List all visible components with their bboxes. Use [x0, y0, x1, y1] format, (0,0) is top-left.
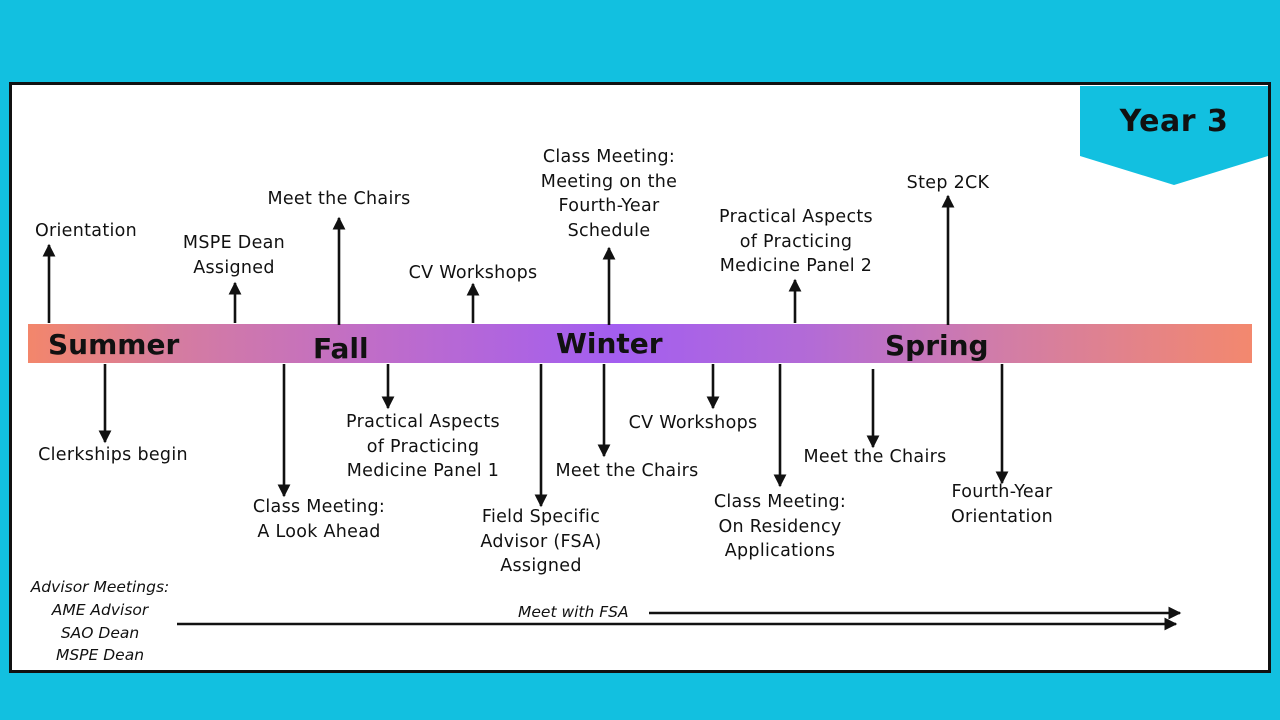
event-step-2ck: Step 2CK: [906, 173, 990, 193]
advisor-meetings: Advisor Meetings: AME Advisor SAO Dean M…: [30, 578, 170, 665]
event-orientation: Orientation: [34, 221, 138, 241]
event-clerkships-begin: Clerkships begin: [38, 445, 188, 465]
season-winter: Winter: [556, 327, 663, 360]
year-badge: Year 3: [1080, 86, 1268, 186]
timeline-card: [9, 82, 1271, 673]
season-spring: Spring: [885, 329, 989, 362]
event-cv-workshops-fall: CV Workshops: [408, 263, 538, 283]
season-summer: Summer: [48, 328, 180, 361]
event-class-meeting-look-ahead: Class Meeting: A Look Ahead: [252, 497, 386, 542]
event-cv-workshops-winter: CV Workshops: [628, 413, 758, 433]
timeline-bar: [28, 324, 1252, 363]
event-meet-the-chairs-spring: Meet the Chairs: [803, 447, 947, 467]
season-fall: Fall: [313, 332, 369, 365]
event-practical-panel-1: Practical Aspects of Practicing Medicine…: [346, 412, 500, 481]
event-class-meeting-residency: Class Meeting: On Residency Applications: [713, 492, 847, 561]
event-practical-panel-2: Practical Aspects of Practicing Medicine…: [719, 207, 873, 276]
event-meet-the-chairs-fall: Meet the Chairs: [267, 189, 411, 209]
year-title: Year 3: [1119, 104, 1229, 139]
event-fourth-year-orientation: Fourth-Year Orientation: [950, 482, 1054, 527]
badge-shape: [1080, 86, 1268, 185]
event-mspe-dean-assigned: MSPE Dean Assigned: [182, 233, 286, 278]
event-class-meeting-fourth-year: Class Meeting: Meeting on the Fourth-Yea…: [540, 147, 678, 241]
event-fsa-assigned: Field Specific Advisor (FSA) Assigned: [480, 507, 602, 576]
event-meet-the-chairs-winter: Meet the Chairs: [555, 461, 699, 481]
meet-with-fsa-label: Meet with FSA: [518, 603, 629, 621]
